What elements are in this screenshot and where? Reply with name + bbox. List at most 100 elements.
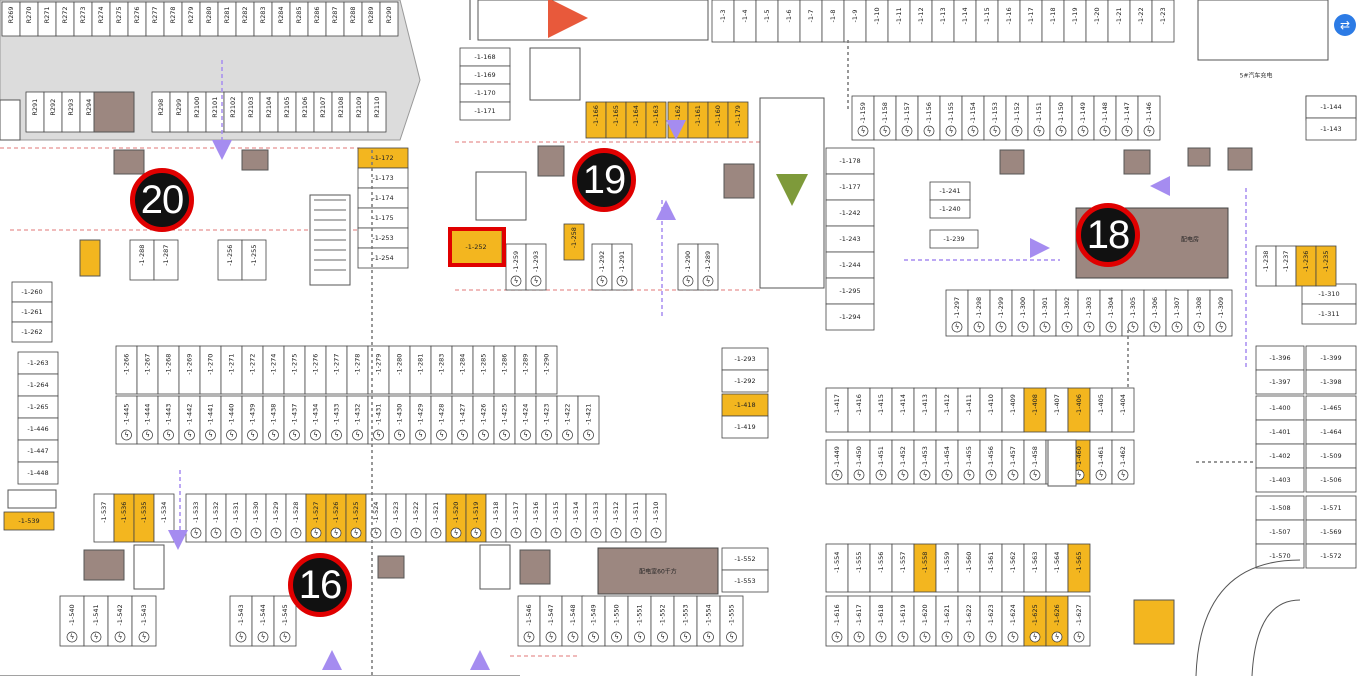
parking-space bbox=[1133, 599, 1175, 645]
space-label: -1-287 bbox=[162, 245, 170, 266]
space-label: -1-396 bbox=[1269, 354, 1290, 362]
charger-icon: ϟ bbox=[239, 633, 244, 641]
space-label: -1-415 bbox=[877, 394, 885, 415]
charger-icon bbox=[995, 321, 1007, 333]
space-label: -1-293 bbox=[734, 355, 755, 363]
space-label: -1-240 bbox=[939, 205, 960, 213]
charger-icon: ϟ bbox=[706, 277, 711, 285]
charger-icon bbox=[268, 429, 279, 441]
space-label: -1-422 bbox=[564, 404, 572, 425]
space-label: -1-168 bbox=[474, 53, 495, 61]
space-label: -1-177 bbox=[839, 183, 860, 191]
ramp-curve bbox=[1251, 599, 1301, 676]
space-label: -1-460 bbox=[1075, 446, 1083, 467]
charger-icon bbox=[1099, 125, 1111, 137]
charger-icon: ϟ bbox=[901, 471, 906, 479]
charger-icon: ϟ bbox=[1219, 323, 1224, 331]
parking-space bbox=[1255, 467, 1305, 493]
space-label: -1-423 bbox=[543, 404, 551, 425]
charger-icon bbox=[436, 429, 447, 441]
charger-icon bbox=[1105, 321, 1117, 333]
space-label: -1-154 bbox=[969, 102, 977, 123]
space-label: -1-548 bbox=[569, 604, 577, 625]
charger-icon: ϟ bbox=[654, 529, 659, 537]
location-marker-18[interactable]: 18 bbox=[1076, 203, 1140, 267]
charger-icon: ϟ bbox=[1147, 127, 1152, 135]
space-label: -1-291 bbox=[618, 251, 626, 272]
charger-icon bbox=[499, 429, 510, 441]
charger-icon bbox=[562, 429, 573, 441]
equipment-room bbox=[1187, 147, 1211, 167]
space-label: -1-521 bbox=[432, 502, 440, 523]
space-label: -1-551 bbox=[636, 604, 644, 625]
space-label: -1-165 bbox=[612, 105, 620, 126]
charger-icon: ϟ bbox=[1125, 127, 1130, 135]
space-label: -1-449 bbox=[833, 446, 841, 467]
charger-icon: ϟ bbox=[565, 431, 570, 439]
parking-space bbox=[459, 101, 511, 121]
space-label: R2109 bbox=[355, 97, 363, 118]
charger-icon: ϟ bbox=[835, 471, 840, 479]
charger-icon: ϟ bbox=[481, 431, 486, 439]
charger-icon bbox=[1029, 631, 1041, 643]
charger-icon: ϟ bbox=[1011, 471, 1016, 479]
space-label: -1-559 bbox=[943, 552, 951, 573]
location-marker-19[interactable]: 19 bbox=[572, 148, 636, 212]
charger-icon bbox=[1039, 321, 1051, 333]
stairwell bbox=[133, 544, 165, 590]
direction-arrow bbox=[168, 530, 188, 550]
charger-icon: ϟ bbox=[313, 431, 318, 439]
space-label: R287 bbox=[331, 6, 339, 23]
parking-space bbox=[17, 461, 59, 485]
space-label: -1-401 bbox=[1269, 428, 1290, 436]
space-label: -1-552 bbox=[659, 604, 667, 625]
location-marker-16[interactable]: 16 bbox=[288, 553, 352, 617]
space-label: -1-414 bbox=[899, 394, 907, 415]
charger-icon bbox=[270, 527, 282, 539]
parking-space bbox=[1255, 543, 1305, 569]
space-label: -1-156 bbox=[925, 102, 933, 123]
charger-icon: ϟ bbox=[187, 431, 192, 439]
space-label: -1-530 bbox=[252, 502, 260, 523]
space-label: R271 bbox=[43, 6, 51, 23]
space-label: -1-434 bbox=[312, 404, 320, 425]
charger-icon bbox=[289, 429, 300, 441]
direction-arrow bbox=[470, 650, 490, 670]
parking-space bbox=[1255, 443, 1305, 469]
equipment-room bbox=[113, 149, 145, 175]
charger-icon bbox=[1073, 631, 1085, 643]
charger-icon: ϟ bbox=[414, 529, 419, 537]
space-label: -1-8 bbox=[829, 9, 837, 22]
space-label: -1-437 bbox=[291, 404, 299, 425]
charger-icon: ϟ bbox=[394, 529, 399, 537]
space-label: -1-562 bbox=[1009, 552, 1017, 573]
space-label: -1-525 bbox=[352, 502, 360, 523]
space-label: -1-310 bbox=[1318, 290, 1339, 298]
parking-space bbox=[721, 369, 769, 393]
translate-icon[interactable]: ⇄ bbox=[1334, 14, 1356, 36]
charger-icon: ϟ bbox=[314, 529, 319, 537]
charger-icon bbox=[1117, 469, 1129, 481]
parking-space bbox=[929, 199, 971, 219]
space-label: R277 bbox=[151, 6, 159, 23]
space-label: -1-508 bbox=[1269, 504, 1290, 512]
space-label: -1-440 bbox=[228, 404, 236, 425]
parking-space bbox=[611, 243, 633, 291]
space-label: -1-522 bbox=[412, 502, 420, 523]
charger-icon: ϟ bbox=[879, 633, 884, 641]
space-label: -1-555 bbox=[728, 604, 736, 625]
location-marker-20[interactable]: 20 bbox=[130, 168, 194, 232]
parking-space bbox=[721, 569, 769, 593]
space-label: -1-558 bbox=[921, 552, 929, 573]
parking-space bbox=[1305, 543, 1357, 569]
charger-icon bbox=[1215, 321, 1227, 333]
space-label: -1-306 bbox=[1151, 297, 1159, 318]
parking-space bbox=[1305, 467, 1357, 493]
charger-icon bbox=[726, 631, 737, 643]
charger-icon: ϟ bbox=[571, 633, 576, 641]
charger-icon bbox=[588, 631, 599, 643]
stairwell bbox=[7, 489, 57, 509]
charger-icon: ϟ bbox=[1021, 323, 1026, 331]
